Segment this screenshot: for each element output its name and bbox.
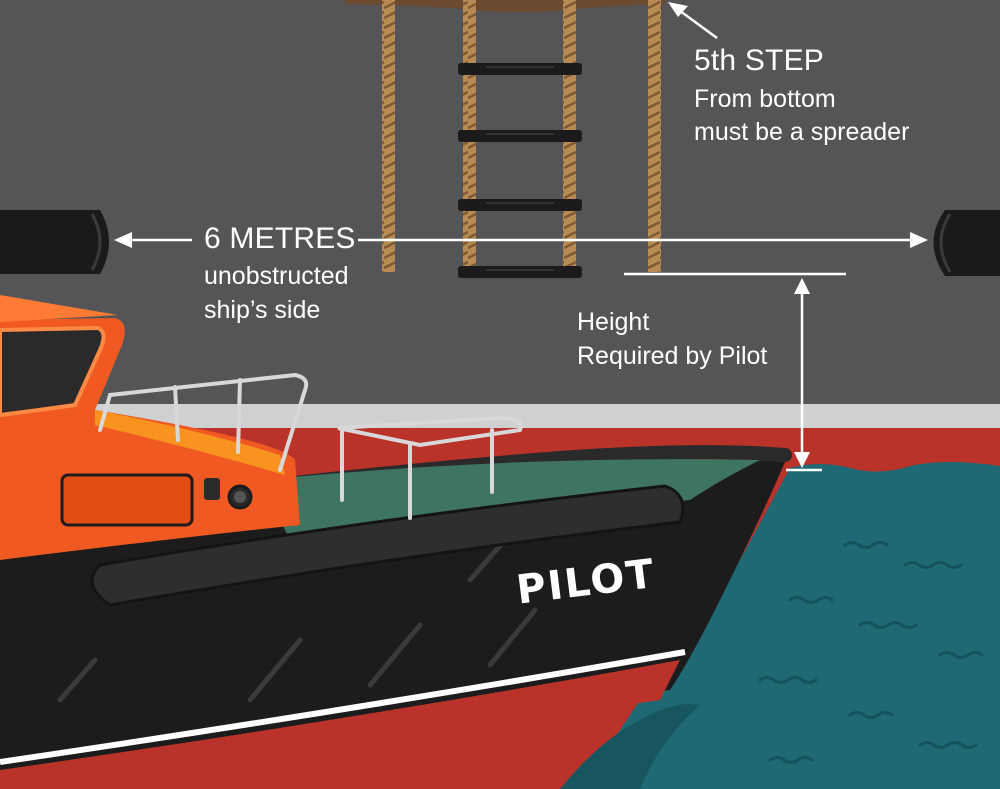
ladder-step: [458, 199, 582, 211]
wave-foam: [560, 704, 700, 789]
width-line-1: unobstructed: [204, 262, 349, 290]
step-line-2: must be a spreader: [694, 118, 910, 146]
ladder-rope: [382, 0, 395, 272]
ship-fender-right: [933, 210, 1000, 276]
ladder-step: [458, 266, 582, 278]
arrowhead-right: [910, 232, 928, 248]
step-pointer-arrowhead: [668, 2, 688, 17]
height-arrowhead-down: [794, 452, 810, 468]
cabin-hatch: [60, 473, 194, 527]
step-line-1: From bottom: [694, 85, 836, 113]
hull-strakes: [57, 537, 538, 703]
porthole-glass: [234, 491, 246, 503]
height-arrowhead-up: [794, 278, 810, 294]
height-line-2: Required by Pilot: [577, 342, 768, 370]
pilot-boat: [0, 295, 792, 789]
waves: [758, 541, 984, 764]
height-line-1: Height: [577, 308, 650, 336]
ship-fender-left: [0, 210, 109, 274]
arrowhead-left: [114, 232, 132, 248]
ladder-rope: [648, 0, 661, 272]
width-line-2: ship’s side: [204, 296, 321, 324]
step-pointer-line: [675, 6, 718, 40]
ladder-platform: [345, 0, 665, 12]
ladder-step: [458, 130, 582, 142]
ship-fender-left-shade: [90, 213, 102, 271]
pilot-boat-hull: [0, 459, 785, 789]
pilot-boat-stripe: [0, 649, 686, 765]
step-title: 5th STEP: [694, 44, 824, 77]
cabin-window: [0, 325, 106, 418]
ladder-step: [458, 63, 582, 75]
width-title: 6 METRES: [204, 222, 356, 255]
ship-fender-right-shade: [939, 213, 952, 273]
annotation-lines: [114, 2, 928, 472]
pilot-boat-bottom: [0, 660, 680, 789]
cabin-front-panel: [95, 410, 285, 475]
bow-rail: [337, 415, 523, 520]
cabin-roof: [0, 295, 118, 322]
cabin-roof-rail: [98, 372, 309, 472]
pilot-ladder: [382, 0, 661, 278]
cabin-vent: [204, 478, 220, 500]
pilot-boat-fender: [90, 484, 685, 607]
